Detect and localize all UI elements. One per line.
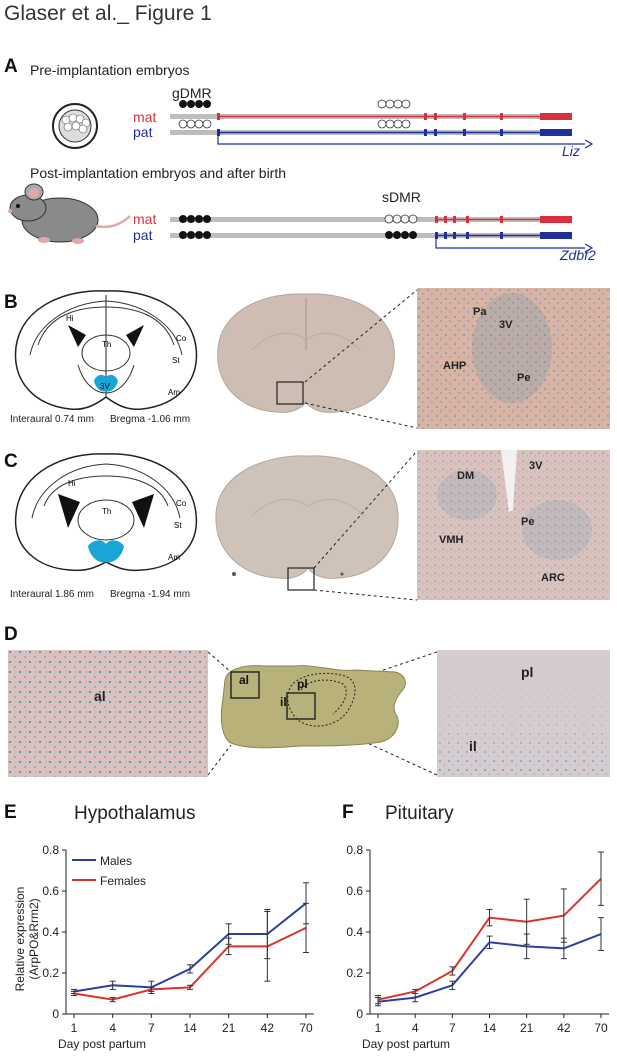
legend-label-males: Males — [100, 854, 132, 868]
atlas-b-3v: 3V — [100, 382, 110, 391]
x-tick-label: 14 — [183, 1021, 197, 1035]
bregma-c: Bregma -1.94 mm — [110, 589, 191, 600]
x-tick-label: 70 — [594, 1021, 608, 1035]
micro-d-al: al — [94, 688, 106, 704]
y-tick-label: 0.8 — [42, 843, 59, 857]
x-tick-label: 4 — [412, 1021, 419, 1035]
panel-d-letter: D — [4, 624, 18, 645]
atlas-section-c: Hi Co St Am Th — [14, 453, 198, 572]
x-tick-label: 70 — [299, 1021, 313, 1035]
micrograph-c: DM 3V Pe VMH ARC — [417, 450, 610, 600]
chart-f-title: Pituitary — [385, 803, 454, 824]
micrograph-b: Pa 3V AHP Pe — [417, 288, 610, 429]
micro-d-il: il — [469, 738, 477, 754]
mouse-icon — [8, 183, 131, 244]
x-tick-label: 1 — [71, 1021, 78, 1035]
x-tick-label: 42 — [261, 1021, 275, 1035]
x-tick-label: 42 — [557, 1021, 571, 1035]
atlas-b-am: Am — [168, 388, 180, 397]
x-tick-label: 4 — [109, 1021, 116, 1035]
micro-c-dm: DM — [457, 470, 475, 482]
micrograph-d-al: al — [8, 650, 208, 777]
atlas-b-th: Th — [102, 340, 111, 349]
atlas-c-st: St — [174, 521, 182, 530]
x-tick-label: 1 — [375, 1021, 382, 1035]
y-tick-label: 0 — [52, 1007, 59, 1021]
x-tick-label: 21 — [222, 1021, 236, 1035]
panel-b-letter: B — [4, 292, 18, 313]
atlas-section-b: Hi Co Th St Am 3V — [14, 290, 198, 411]
interaural-b: Interaural 0.74 mm — [10, 414, 94, 425]
embryo-icon — [52, 103, 98, 149]
x-tick-label: 14 — [483, 1021, 497, 1035]
atlas-b-st: St — [172, 356, 180, 365]
micro-b-3v: 3V — [499, 319, 513, 331]
pat-label-post: pat — [133, 227, 153, 243]
y-tick-label: 0.4 — [346, 925, 363, 939]
chart-e-title: Hypothalamus — [74, 803, 196, 824]
bregma-b: Bregma -1.06 mm — [110, 414, 191, 425]
overview-il: il — [280, 695, 287, 709]
mat-label-pre: mat — [133, 109, 156, 125]
x-tick-label: 7 — [449, 1021, 456, 1035]
micrograph-d-pl-il: pl il — [437, 650, 610, 777]
post-implantation-label: Post-implantation embryos and after birt… — [30, 165, 287, 181]
pituitary-overview: al pl il — [207, 651, 438, 776]
gene-diagram: gDMR mat pat Liz sDMR mat pat Zdbf2 — [8, 85, 596, 263]
liz-label: Liz — [562, 143, 580, 159]
y-tick-label: 0 — [356, 1007, 363, 1021]
pat-label-pre: pat — [133, 124, 153, 140]
panel-a-letter: A — [4, 56, 18, 77]
brain-slice-b — [217, 293, 395, 413]
micro-c-vmh: VMH — [439, 534, 464, 546]
atlas-b-co: Co — [176, 334, 187, 343]
gdmr-label: gDMR — [172, 85, 212, 101]
x-axis-label: Day post partum — [58, 1037, 146, 1051]
y-tick-label: 0.2 — [42, 966, 59, 980]
panel-e-letter: E — [4, 802, 17, 823]
micro-d-pl: pl — [521, 664, 534, 680]
panel-f-letter: F — [342, 802, 354, 823]
mat-label-post: mat — [133, 211, 156, 227]
atlas-b-hi: Hi — [66, 314, 74, 323]
series-line-males — [73, 902, 307, 993]
x-tick-label: 21 — [520, 1021, 534, 1035]
y-tick-label: 0.4 — [42, 925, 59, 939]
micro-c-pe: Pe — [521, 516, 535, 528]
overview-al: al — [239, 673, 249, 687]
overview-pl: pl — [297, 677, 308, 691]
panel-c-letter: C — [4, 451, 18, 472]
atlas-c-hi: Hi — [68, 479, 76, 488]
pre-implantation-label: Pre-implantation embryos — [30, 62, 190, 78]
mat-chromosome-post — [170, 217, 570, 222]
atlas-c-th: Th — [102, 507, 111, 516]
micro-b-ahp: AHP — [443, 360, 467, 372]
legend-label-females: Females — [100, 874, 146, 888]
x-tick-label: 7 — [148, 1021, 155, 1035]
micro-c-arc: ARC — [541, 572, 565, 584]
micro-b-pe: Pe — [517, 372, 531, 384]
x-axis-label: Day post partum — [362, 1037, 450, 1051]
y-tick-label: 0.6 — [346, 884, 363, 898]
micro-c-3v: 3V — [529, 460, 543, 472]
micro-b-pa: Pa — [473, 306, 487, 318]
sdmr-label: sDMR — [382, 189, 421, 205]
figure-title: Glaser et al._ Figure 1 — [4, 2, 212, 25]
brain-slice-c — [215, 455, 399, 591]
atlas-c-co: Co — [176, 499, 187, 508]
pat-chromosome-post — [170, 233, 570, 238]
y-tick-label: 0.8 — [346, 843, 363, 857]
y-tick-label: 0.6 — [42, 884, 59, 898]
zdbf2-label: Zdbf2 — [559, 247, 596, 263]
atlas-c-am: Am — [168, 553, 180, 562]
y-tick-label: 0.2 — [346, 966, 363, 980]
interaural-c: Interaural 1.86 mm — [10, 589, 94, 600]
